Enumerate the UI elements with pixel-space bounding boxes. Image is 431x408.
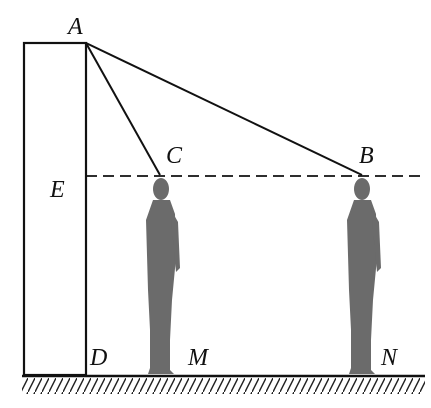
label-M: M [187,345,210,371]
label-E: E [49,177,65,203]
label-D: D [89,345,107,371]
person-silhouette-left [146,178,180,374]
building [22,41,88,377]
ground-hatch [22,378,425,394]
label-N: N [380,345,399,371]
label-C: C [166,143,183,169]
label-A: A [66,14,83,40]
segment-AB [85,42,363,176]
segment-AC [85,42,161,176]
label-B: B [359,143,374,169]
person-silhouette-right [347,178,381,374]
